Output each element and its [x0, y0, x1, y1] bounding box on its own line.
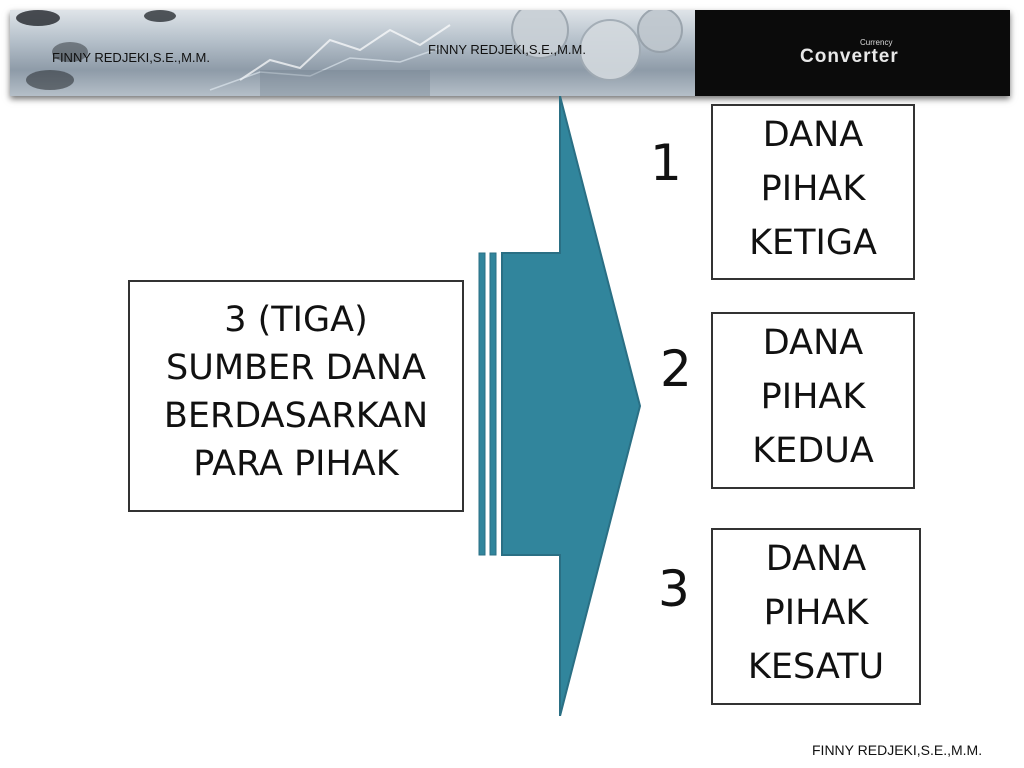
item-line: PIHAK [763, 593, 869, 633]
item-line: KETIGA [749, 223, 877, 263]
item-line: PIHAK [760, 169, 866, 209]
item-box-2: DANA PIHAK KEDUA [711, 312, 915, 489]
main-topic-line: BERDASARKAN [163, 396, 429, 436]
currency-label-small: Currency [860, 38, 893, 47]
currency-panel [695, 10, 1010, 96]
item-line: DANA [765, 539, 867, 579]
footer-author: FINNY REDJEKI,S.E.,M.M. [812, 742, 983, 758]
item-box-1: DANA PIHAK KETIGA [711, 104, 915, 280]
item-number-2: 2 [660, 340, 692, 398]
finance-graphics [16, 10, 683, 96]
item-line: DANA [762, 115, 864, 155]
header-banner: Currency Converter FINNY REDJEKI,S.E.,M.… [10, 10, 1010, 96]
main-topic-line: SUMBER DANA [165, 348, 426, 388]
currency-label-big: Converter [800, 46, 899, 67]
main-topic-box: 3 (TIGA) SUMBER DANA BERDASARKAN PARA PI… [128, 280, 464, 512]
author-label-left: FINNY REDJEKI,S.E.,M.M. [52, 50, 210, 65]
author-label-center: FINNY REDJEKI,S.E.,M.M. [428, 42, 586, 57]
main-topic-line: 3 (TIGA) [224, 300, 368, 340]
item-number-1: 1 [650, 134, 682, 192]
arrow-shape [478, 96, 642, 716]
item-number-3: 3 [658, 560, 690, 618]
item-line: DANA [762, 323, 864, 363]
item-box-3: DANA PIHAK KESATU [711, 528, 921, 705]
item-line: PIHAK [760, 377, 866, 417]
item-line: KEDUA [752, 431, 874, 471]
main-topic-line: PARA PIHAK [193, 444, 399, 484]
item-line: KESATU [747, 647, 885, 687]
